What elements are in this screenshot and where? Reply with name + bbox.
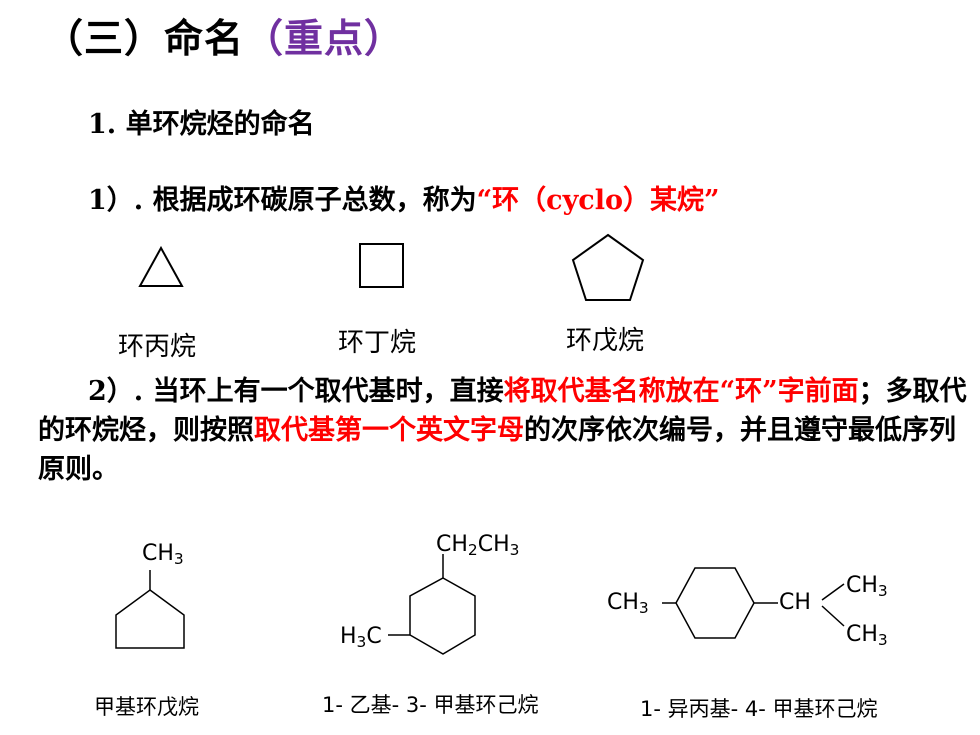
caption-ethyl-methylcyclohexane: 1- 乙基- 3- 甲基环己烷 xyxy=(322,693,539,717)
square-ring-icon xyxy=(359,243,404,288)
isopropyl-upper-label: CH3 xyxy=(846,573,888,600)
rule-two-text-2: ；多取代的环烷烃，则按照 xyxy=(38,376,967,446)
methylcyclopentane-structure xyxy=(115,570,185,649)
rule-two-text-3: 的次序依次编号，并且遵守最低序列原则。 xyxy=(38,415,956,485)
rule-one-highlight: “环（cyclo）某烷” xyxy=(476,185,720,216)
section-title: 1. 单环烷烃的命名 xyxy=(88,109,315,140)
triangle-ring-icon xyxy=(138,245,184,287)
methyl-group-label-left: CH3 xyxy=(607,590,649,617)
methyl-group-label-left: H3C xyxy=(340,624,382,651)
rule-two-highlight-2: 取代基第一个英文字母 xyxy=(254,415,524,446)
caption-isopropyl-methylcyclohexane: 1- 异丙基- 4- 甲基环己烷 xyxy=(640,697,878,721)
rule-two-highlight-1: 将取代基名称放在“环”字前面 xyxy=(503,376,859,407)
rule-one: 1）. 根据成环碳原子总数，称为“环（cyclo）某烷” xyxy=(88,178,720,217)
ring-name-cyclopentane: 环戊烷 xyxy=(566,326,645,356)
ring-name-cyclopropane: 环丙烷 xyxy=(118,332,197,362)
methyl-group-label: CH3 xyxy=(142,541,184,568)
rule-one-text: 1）. 根据成环碳原子总数，称为 xyxy=(88,185,477,216)
pentagon-ring-icon xyxy=(571,233,645,301)
page-title: （三）命名（重点） xyxy=(44,8,404,64)
page-title-main: （三）命名 xyxy=(44,16,245,62)
rule-two-paragraph: 2）. 当环上有一个取代基时，直接将取代基名称放在“环”字前面；多取代的环烷烃，… xyxy=(38,372,978,489)
isopropyl-methylcyclohexane-structure xyxy=(662,567,845,639)
caption-methylcyclopentane: 甲基环戊烷 xyxy=(94,695,199,719)
ch-group-label: CH xyxy=(779,590,811,615)
ring-name-cyclobutane: 环丁烷 xyxy=(338,328,417,358)
rule-two-text-1: 2）. 当环上有一个取代基时，直接 xyxy=(88,376,504,407)
ethyl-group-label: CH2CH3 xyxy=(436,532,520,559)
isopropyl-lower-label: CH3 xyxy=(846,622,888,649)
ethyl-methylcyclohexane-structure xyxy=(388,554,476,655)
page-title-emphasis: （重点） xyxy=(244,16,405,62)
